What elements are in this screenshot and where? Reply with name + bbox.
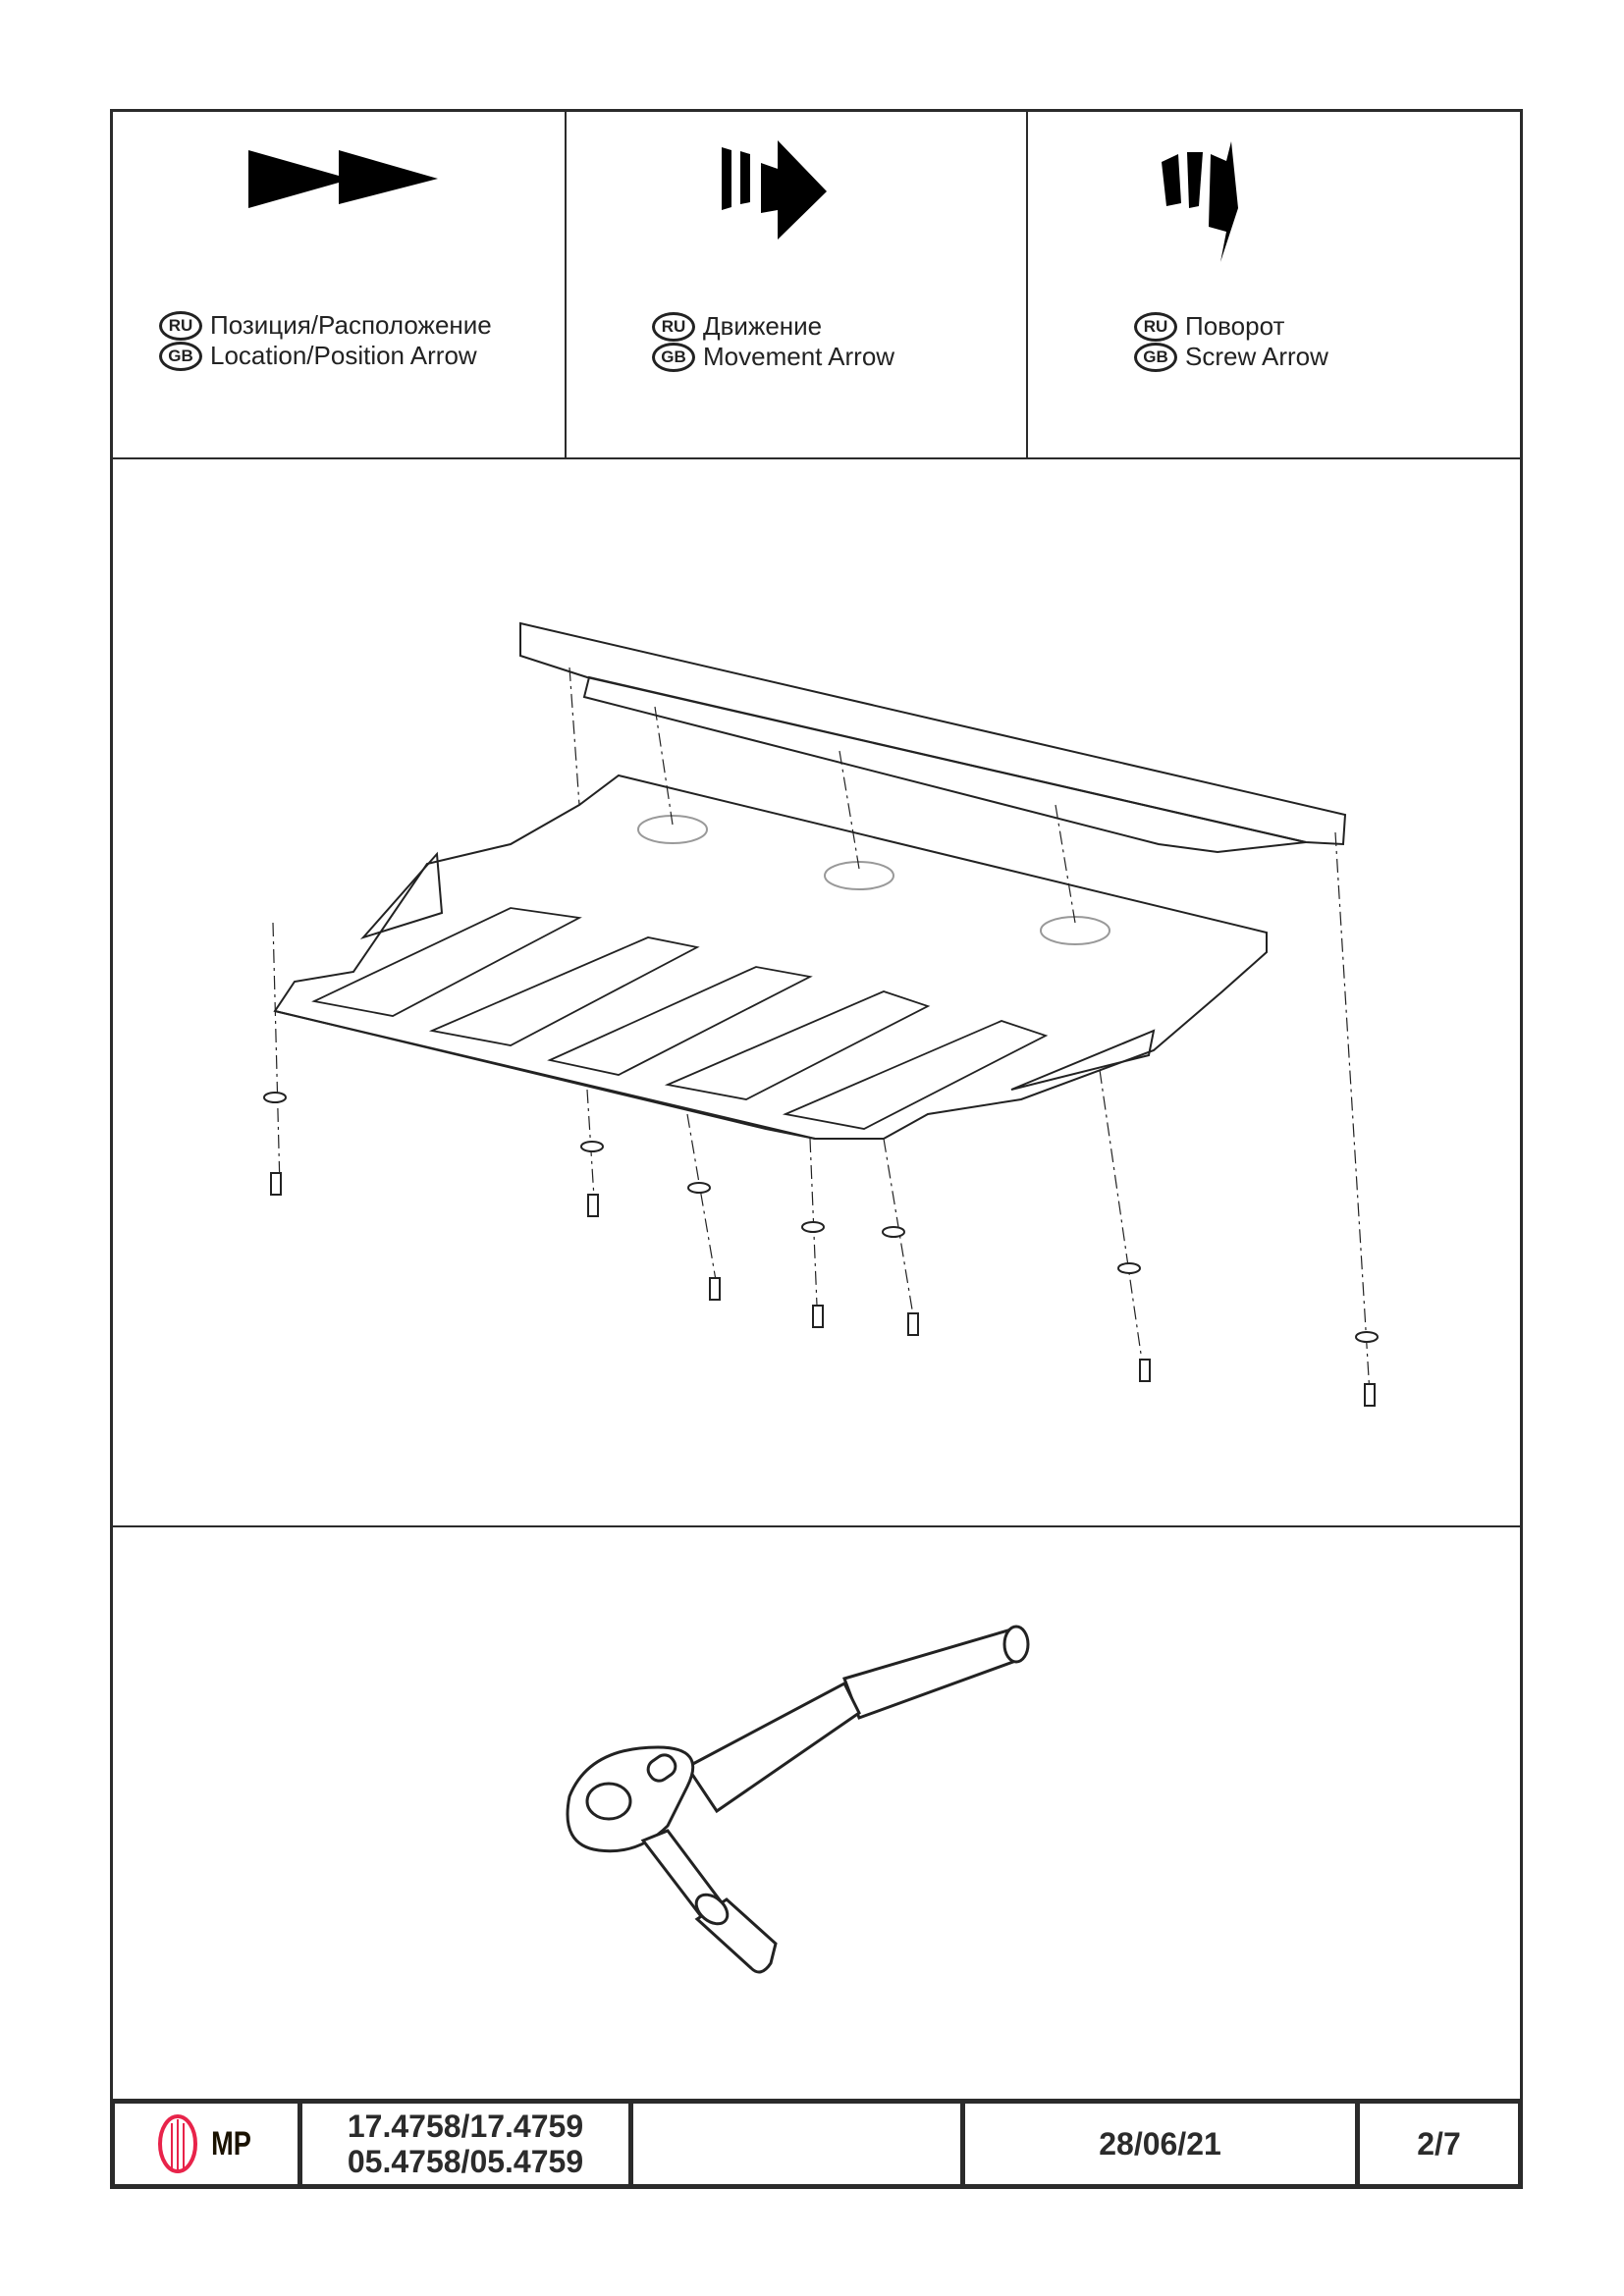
date: 28/06/21	[965, 2104, 1360, 2184]
logo-text: MP	[210, 2124, 251, 2163]
gb-badge: GB	[652, 342, 695, 372]
page-number: 2/7	[1417, 2125, 1461, 2162]
mp-logo-icon	[157, 2114, 197, 2173]
divider	[110, 1525, 1523, 1527]
gb-badge: GB	[159, 341, 202, 371]
fasteners	[263, 1092, 1379, 1407]
legend-ru-label: Движение	[703, 311, 823, 341]
legend-gb-label: Location/Position Arrow	[210, 341, 477, 370]
brand-logo: MP	[115, 2104, 302, 2184]
skid-plate-assembly-diagram	[263, 621, 1379, 1407]
movement-arrow-icon	[722, 140, 827, 240]
ru-badge: RU	[652, 311, 695, 342]
part-number-line1: 17.4758/17.4759	[347, 2109, 584, 2144]
blank-cell	[633, 2104, 965, 2184]
gb-badge: GB	[1134, 342, 1177, 372]
legend-ru-label: Поворот	[1185, 311, 1285, 341]
divider	[565, 109, 567, 458]
skid-plate	[273, 774, 1268, 1140]
legend-gb-label: Movement Arrow	[703, 342, 895, 371]
ru-badge: RU	[159, 310, 202, 341]
screw-arrow-icon	[1162, 141, 1238, 262]
legend-screw: RU Поворот GB Screw Arrow	[1134, 311, 1328, 372]
legend-movement: RU Движение GB Movement Arrow	[652, 311, 894, 372]
part-numbers: 17.4758/17.4759 05.4758/05.4759	[302, 2104, 633, 2184]
part-number-line2: 05.4758/05.4759	[347, 2144, 584, 2179]
title-block: MP 17.4758/17.4759 05.4758/05.4759 28/06…	[110, 2099, 1523, 2189]
divider	[1026, 109, 1028, 458]
divider	[110, 457, 1523, 459]
legend-location: RU Позиция/Расположение GB Location/Positi…	[159, 310, 492, 371]
ratchet-wrench-icon	[566, 1625, 1030, 1974]
legend-gb-label: Screw Arrow	[1185, 342, 1328, 371]
legend-ru-label: Позиция/Расположение	[210, 310, 492, 340]
mounting-bracket	[519, 621, 1347, 854]
location-arrow-icon	[248, 150, 438, 208]
ru-badge: RU	[1134, 311, 1177, 342]
assembly-guide-lines	[272, 667, 1371, 1395]
